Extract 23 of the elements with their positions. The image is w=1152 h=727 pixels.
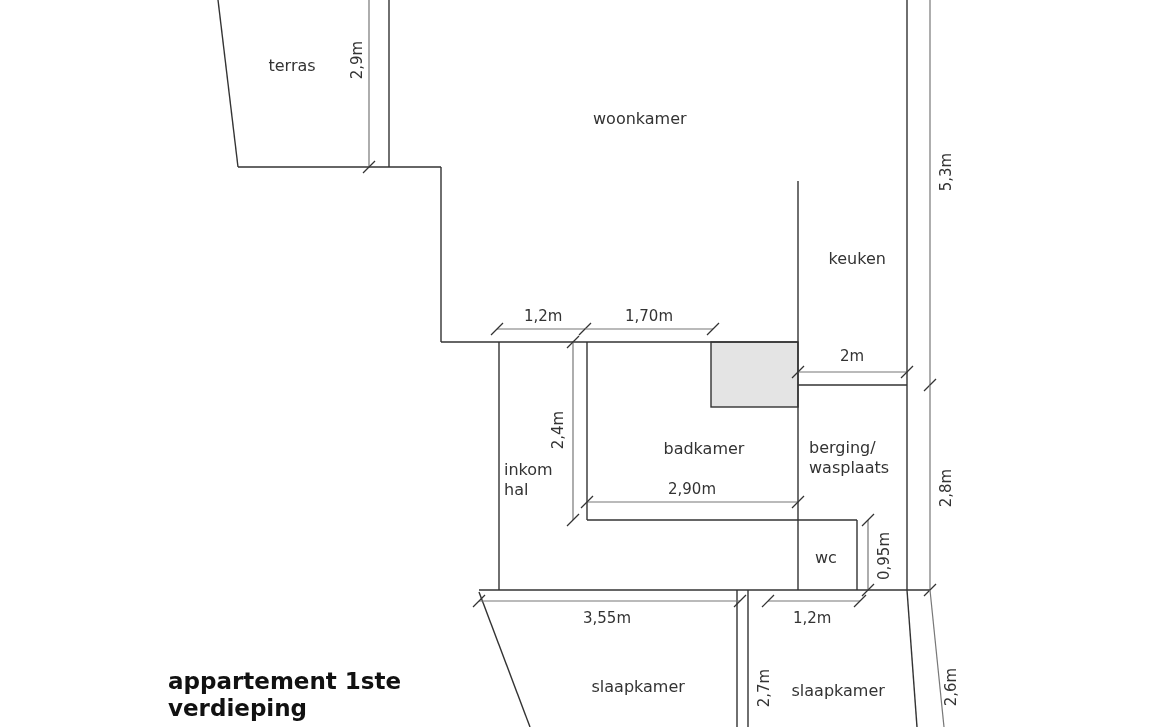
dimension-label: 2,90m bbox=[668, 479, 716, 499]
dimension-label: 2,4m bbox=[548, 410, 569, 450]
room-label: woonkamer bbox=[593, 109, 687, 129]
dimension-label: 1,2m bbox=[793, 608, 832, 628]
dimension-label: 2,7m bbox=[754, 668, 775, 708]
dimension-label: 1,70m bbox=[625, 306, 673, 326]
room-label: keuken bbox=[828, 249, 886, 269]
plan-title: appartement 1ste verdieping bbox=[168, 668, 403, 722]
dimension-label: 0,95m bbox=[874, 532, 894, 580]
dimension-label: 1,2m bbox=[524, 306, 563, 326]
room-label: berging/ wasplaats bbox=[809, 438, 891, 478]
room-label: badkamer bbox=[663, 439, 745, 459]
room-label: slaapkamer bbox=[591, 677, 685, 697]
dimension-label: 2,8m bbox=[936, 468, 957, 508]
dimension-label: 2m bbox=[840, 346, 865, 366]
room-label: wc bbox=[815, 548, 837, 568]
room-label: inkom hal bbox=[504, 460, 554, 500]
room-label: terras bbox=[268, 56, 316, 76]
dimension-label: 2,6m bbox=[941, 667, 962, 707]
dimension-label: 5,3m bbox=[936, 152, 957, 192]
room-label: slaapkamer bbox=[791, 681, 885, 701]
dimension-label: 2,9m bbox=[347, 40, 368, 80]
dimension-label: 3,55m bbox=[583, 608, 631, 628]
